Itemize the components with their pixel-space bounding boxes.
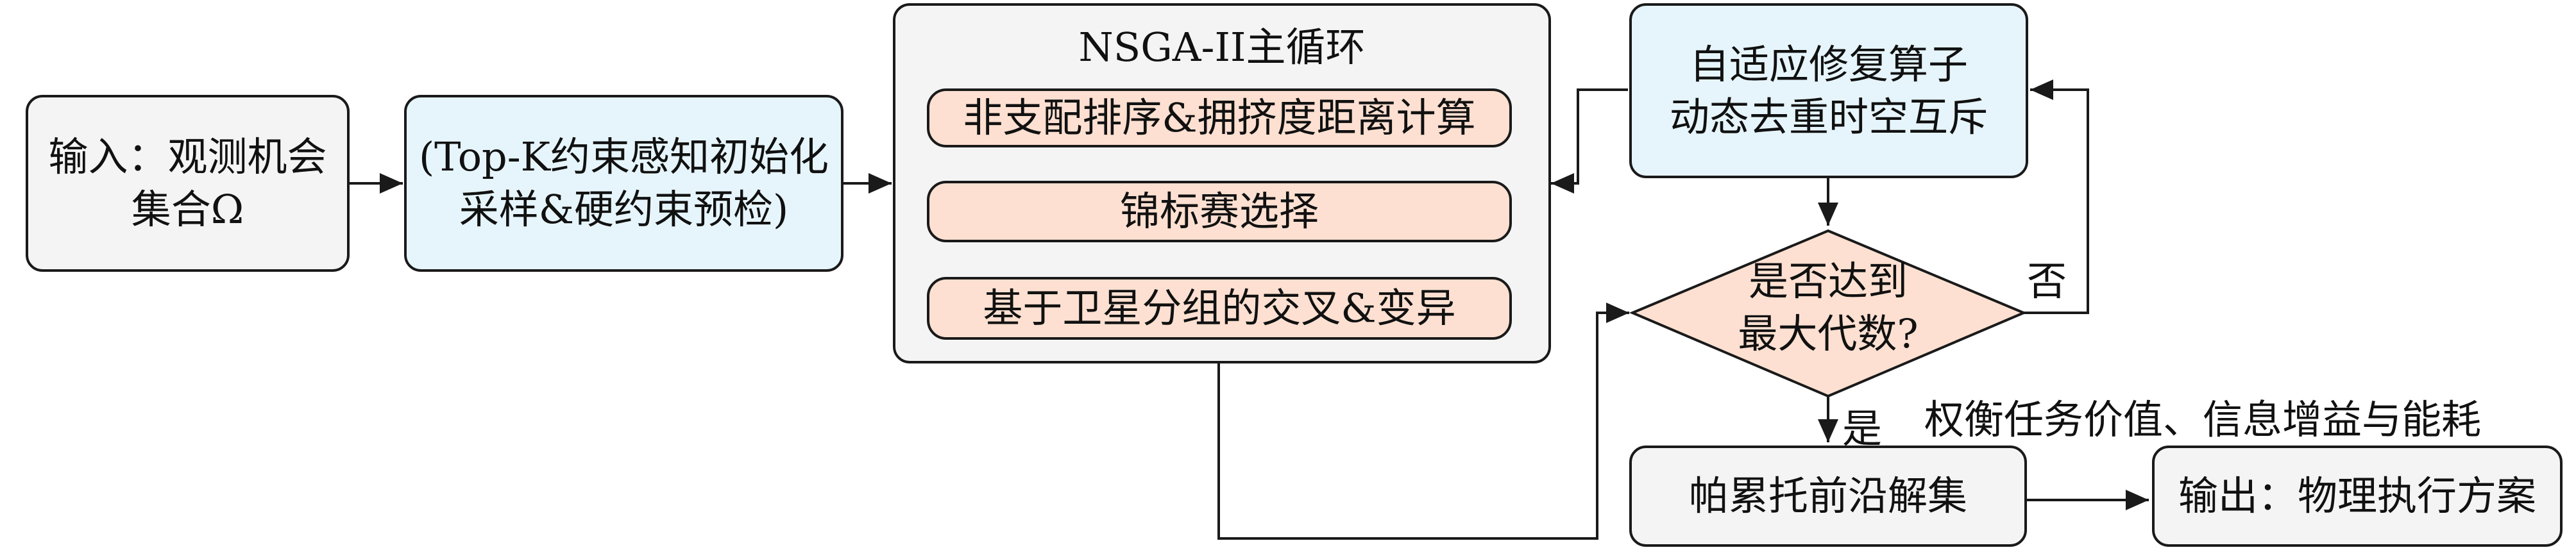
- input-node: 输入：观测机会 集合Ω: [26, 95, 350, 272]
- sort-node-label: 非支配排序&拥挤度距离计算: [963, 94, 1476, 142]
- crossover-node-label: 基于卫星分组的交叉&变异: [983, 285, 1456, 332]
- edge-label-yes: 是: [1842, 405, 1883, 452]
- tournament-node-label: 锦标赛选择: [1119, 188, 1319, 235]
- repair-node-line2: 动态去重时空互斥: [1669, 93, 1988, 140]
- repair-node: 自适应修复算子 动态去重时空互斥: [1629, 3, 2028, 178]
- crossover-node: 基于卫星分组的交叉&变异: [927, 277, 1512, 340]
- output-node-label: 输出：物理执行方案: [2178, 472, 2536, 520]
- input-node-line2: 集合Ω: [131, 186, 244, 233]
- init-sampling-line2: 采样&硬约束预检): [459, 186, 789, 233]
- output-node: 输出：物理执行方案: [2152, 446, 2563, 547]
- edge-repair-mainloop: [1551, 88, 1628, 194]
- input-node-line1: 输入：观测机会: [48, 133, 327, 181]
- edge-crossover-decision: [1217, 303, 1629, 540]
- pareto-node: 帕累托前沿解集: [1629, 446, 2027, 547]
- init-sampling-line1: (Top-K约束感知初始化: [418, 133, 829, 181]
- main-loop-title: NSGA-II主循环: [1078, 24, 1366, 71]
- edge-label-tradeoff: 权衡任务价值、信息增益与能耗: [1924, 396, 2482, 443]
- decision-node-text: 是否达到 最大代数?: [1693, 255, 1963, 360]
- edge-label-no: 否: [2027, 258, 2067, 304]
- decision-line1: 是否达到: [1748, 258, 1908, 304]
- tournament-node: 锦标赛选择: [927, 181, 1512, 242]
- init-sampling-node: (Top-K约束感知初始化 采样&硬约束预检): [404, 95, 843, 272]
- edge-decision-no-repair: [2024, 79, 2089, 314]
- decision-line2: 最大代数?: [1738, 310, 1919, 357]
- sort-node: 非支配排序&拥挤度距离计算: [927, 88, 1512, 147]
- pareto-node-label: 帕累托前沿解集: [1688, 472, 1967, 520]
- repair-node-line1: 自适应修复算子: [1689, 40, 1968, 88]
